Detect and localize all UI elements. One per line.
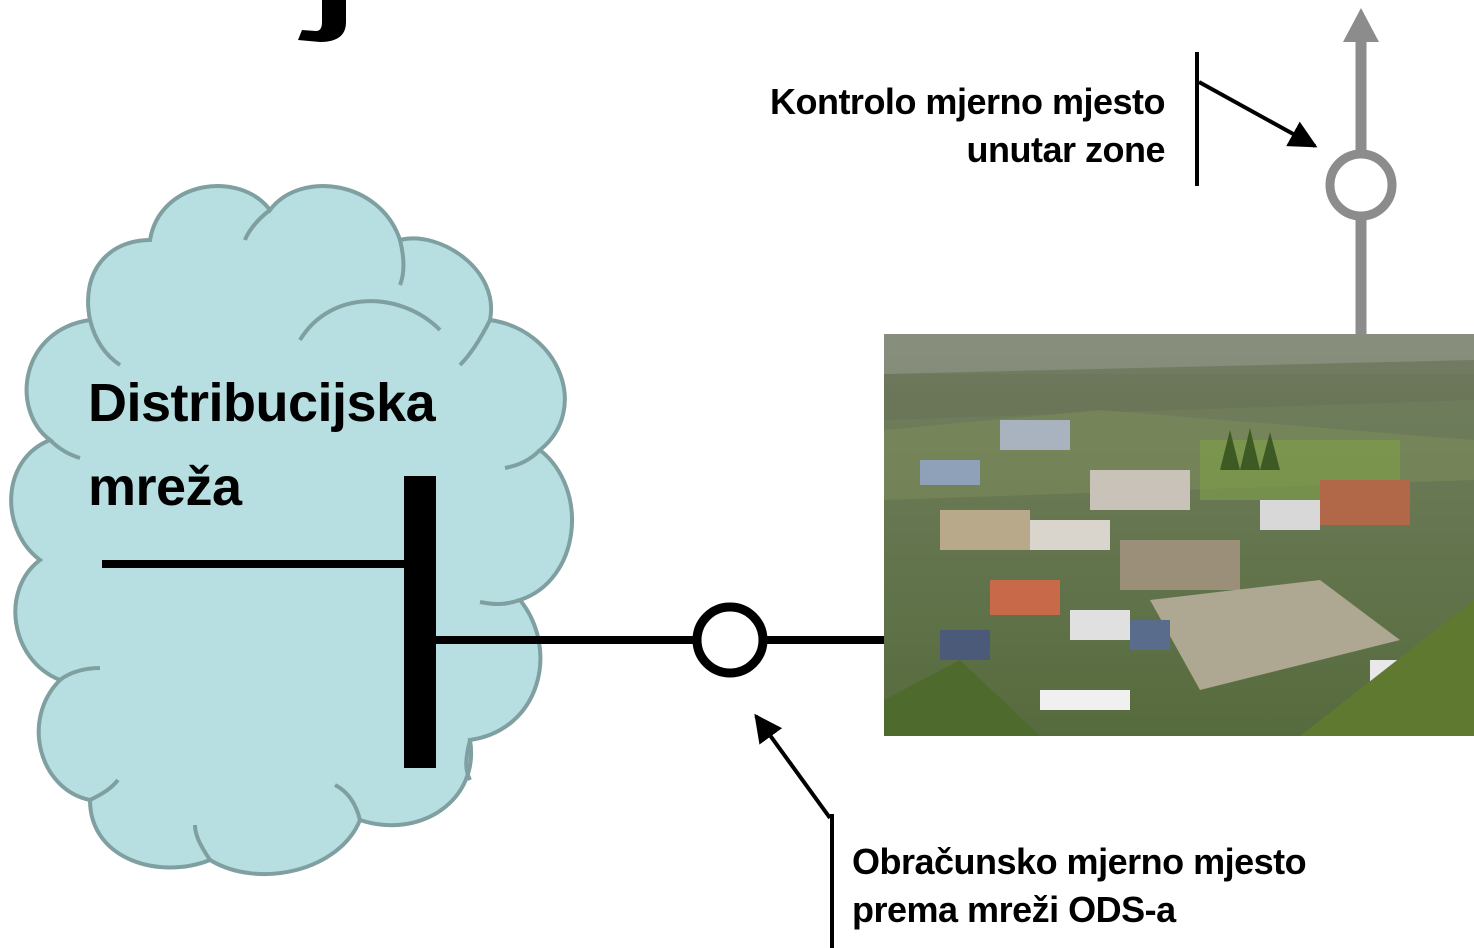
control-meter-label-line2: unutar zone <box>966 129 1166 170</box>
billing-meter-label-line1: Obračunsko mjerno mjesto <box>852 841 1307 882</box>
grey-arrowhead <box>1343 8 1379 42</box>
cloud-label-line1: Distribucijska <box>88 373 436 433</box>
billing-meter-label-line2: prema mreži ODS-a <box>852 889 1176 930</box>
control-arrow <box>1198 80 1318 148</box>
control-meter-label-line1: Kontrolo mjerno mjesto <box>769 81 1166 122</box>
control-meter-label: Kontrolo mjerno mjesto unutar zone <box>695 78 1166 174</box>
billing-meter-label: Obračunsko mjerno mjesto prema mreži ODS… <box>852 838 1372 934</box>
distribution-network-cloud <box>9 184 574 876</box>
control-meter-circle <box>1325 149 1397 221</box>
cloud-label-line2: mreža <box>88 457 242 517</box>
aerial-industrial-zone-photo <box>884 334 1474 736</box>
billing-arrow <box>754 713 832 820</box>
title-fragment <box>298 0 346 42</box>
billing-meter-circle <box>692 602 768 678</box>
